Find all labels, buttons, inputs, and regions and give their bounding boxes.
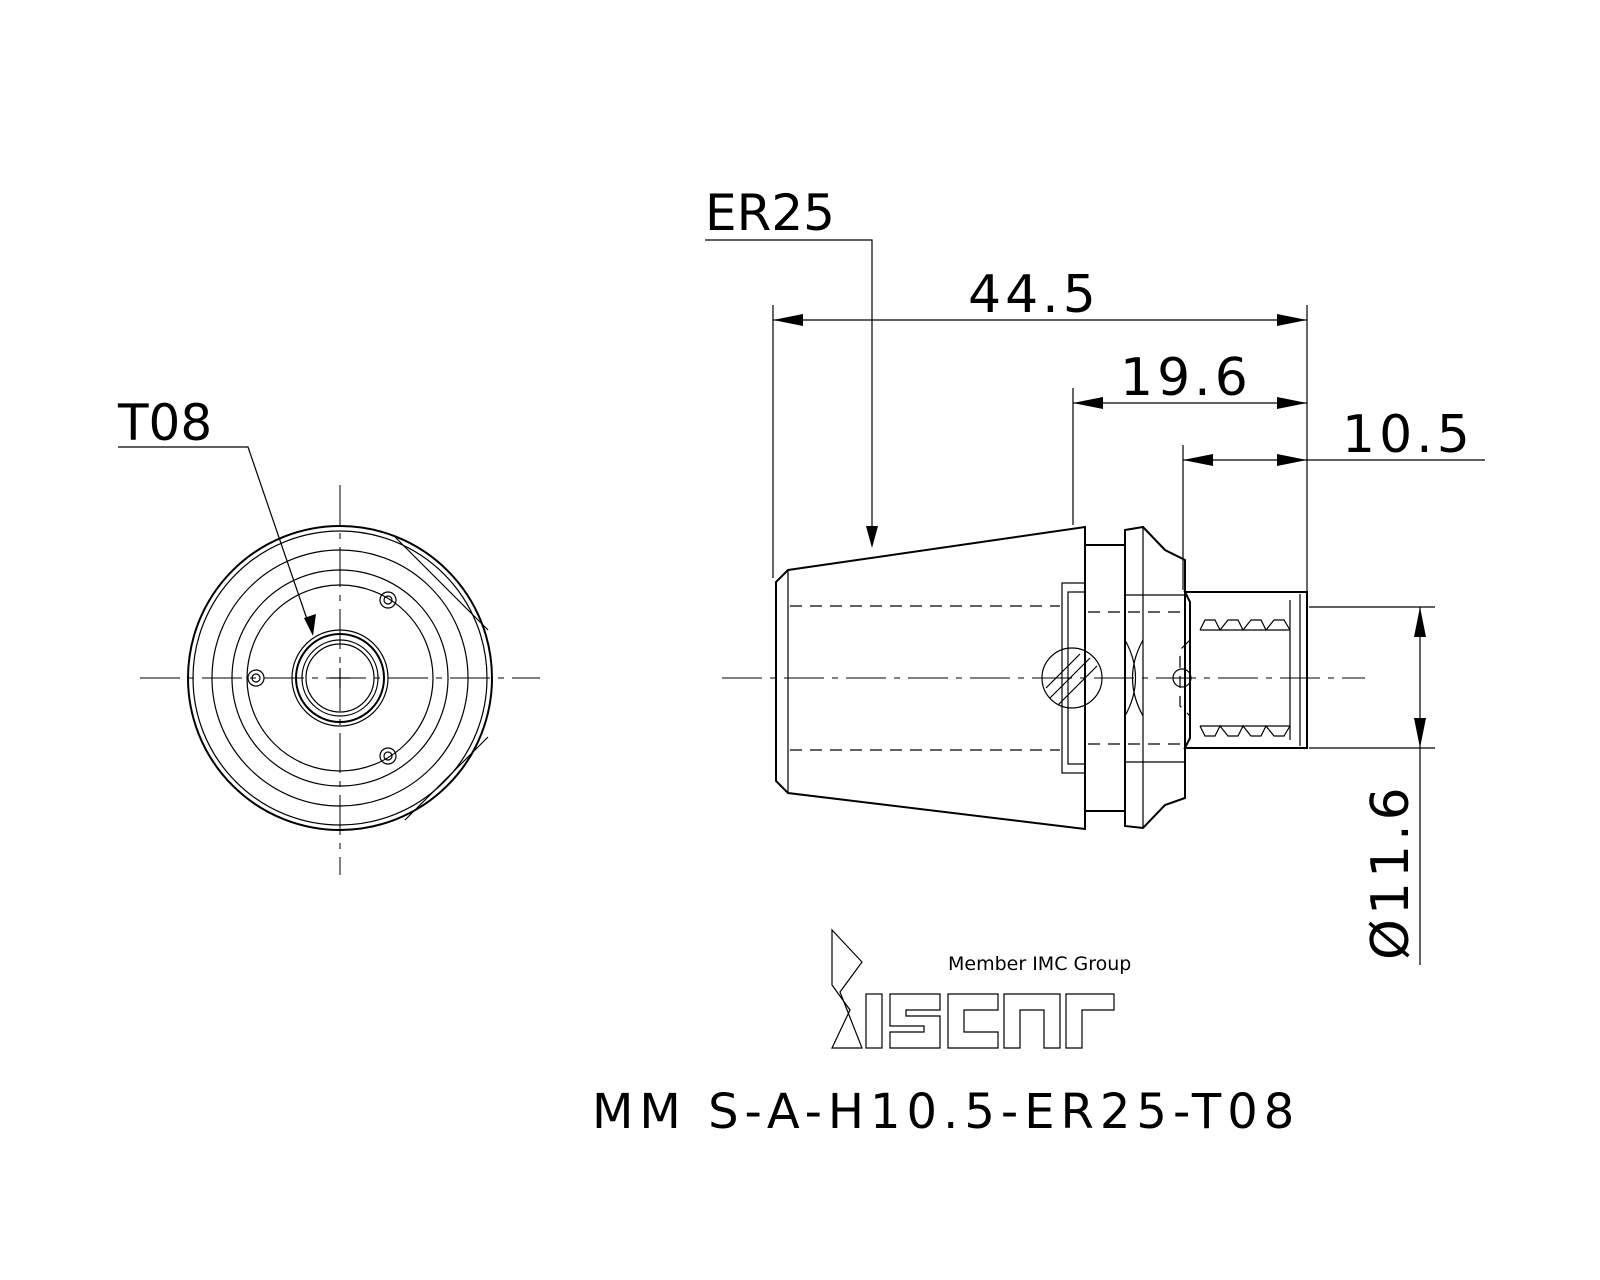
end-view: T08 [117, 394, 540, 875]
collet-size-label: ER25 [705, 184, 835, 242]
overall-length-dimension: 44.5 [968, 265, 1100, 325]
thread-size-label: T08 [117, 394, 212, 452]
shank-diameter-dimension: Ø11.6 [1361, 783, 1421, 960]
iscar-logo: Member IMC Group [831, 928, 1131, 1049]
side-view: 44.5 19.6 10.5 Ø11.6 ER25 [705, 184, 1485, 965]
shank-length-dimension: 10.5 [1342, 405, 1474, 465]
body-length-dimension: 19.6 [1120, 348, 1252, 408]
part-number: MM S-A-H10.5-ER25-T08 [592, 1084, 1300, 1140]
logo-tagline: Member IMC Group [948, 953, 1131, 975]
